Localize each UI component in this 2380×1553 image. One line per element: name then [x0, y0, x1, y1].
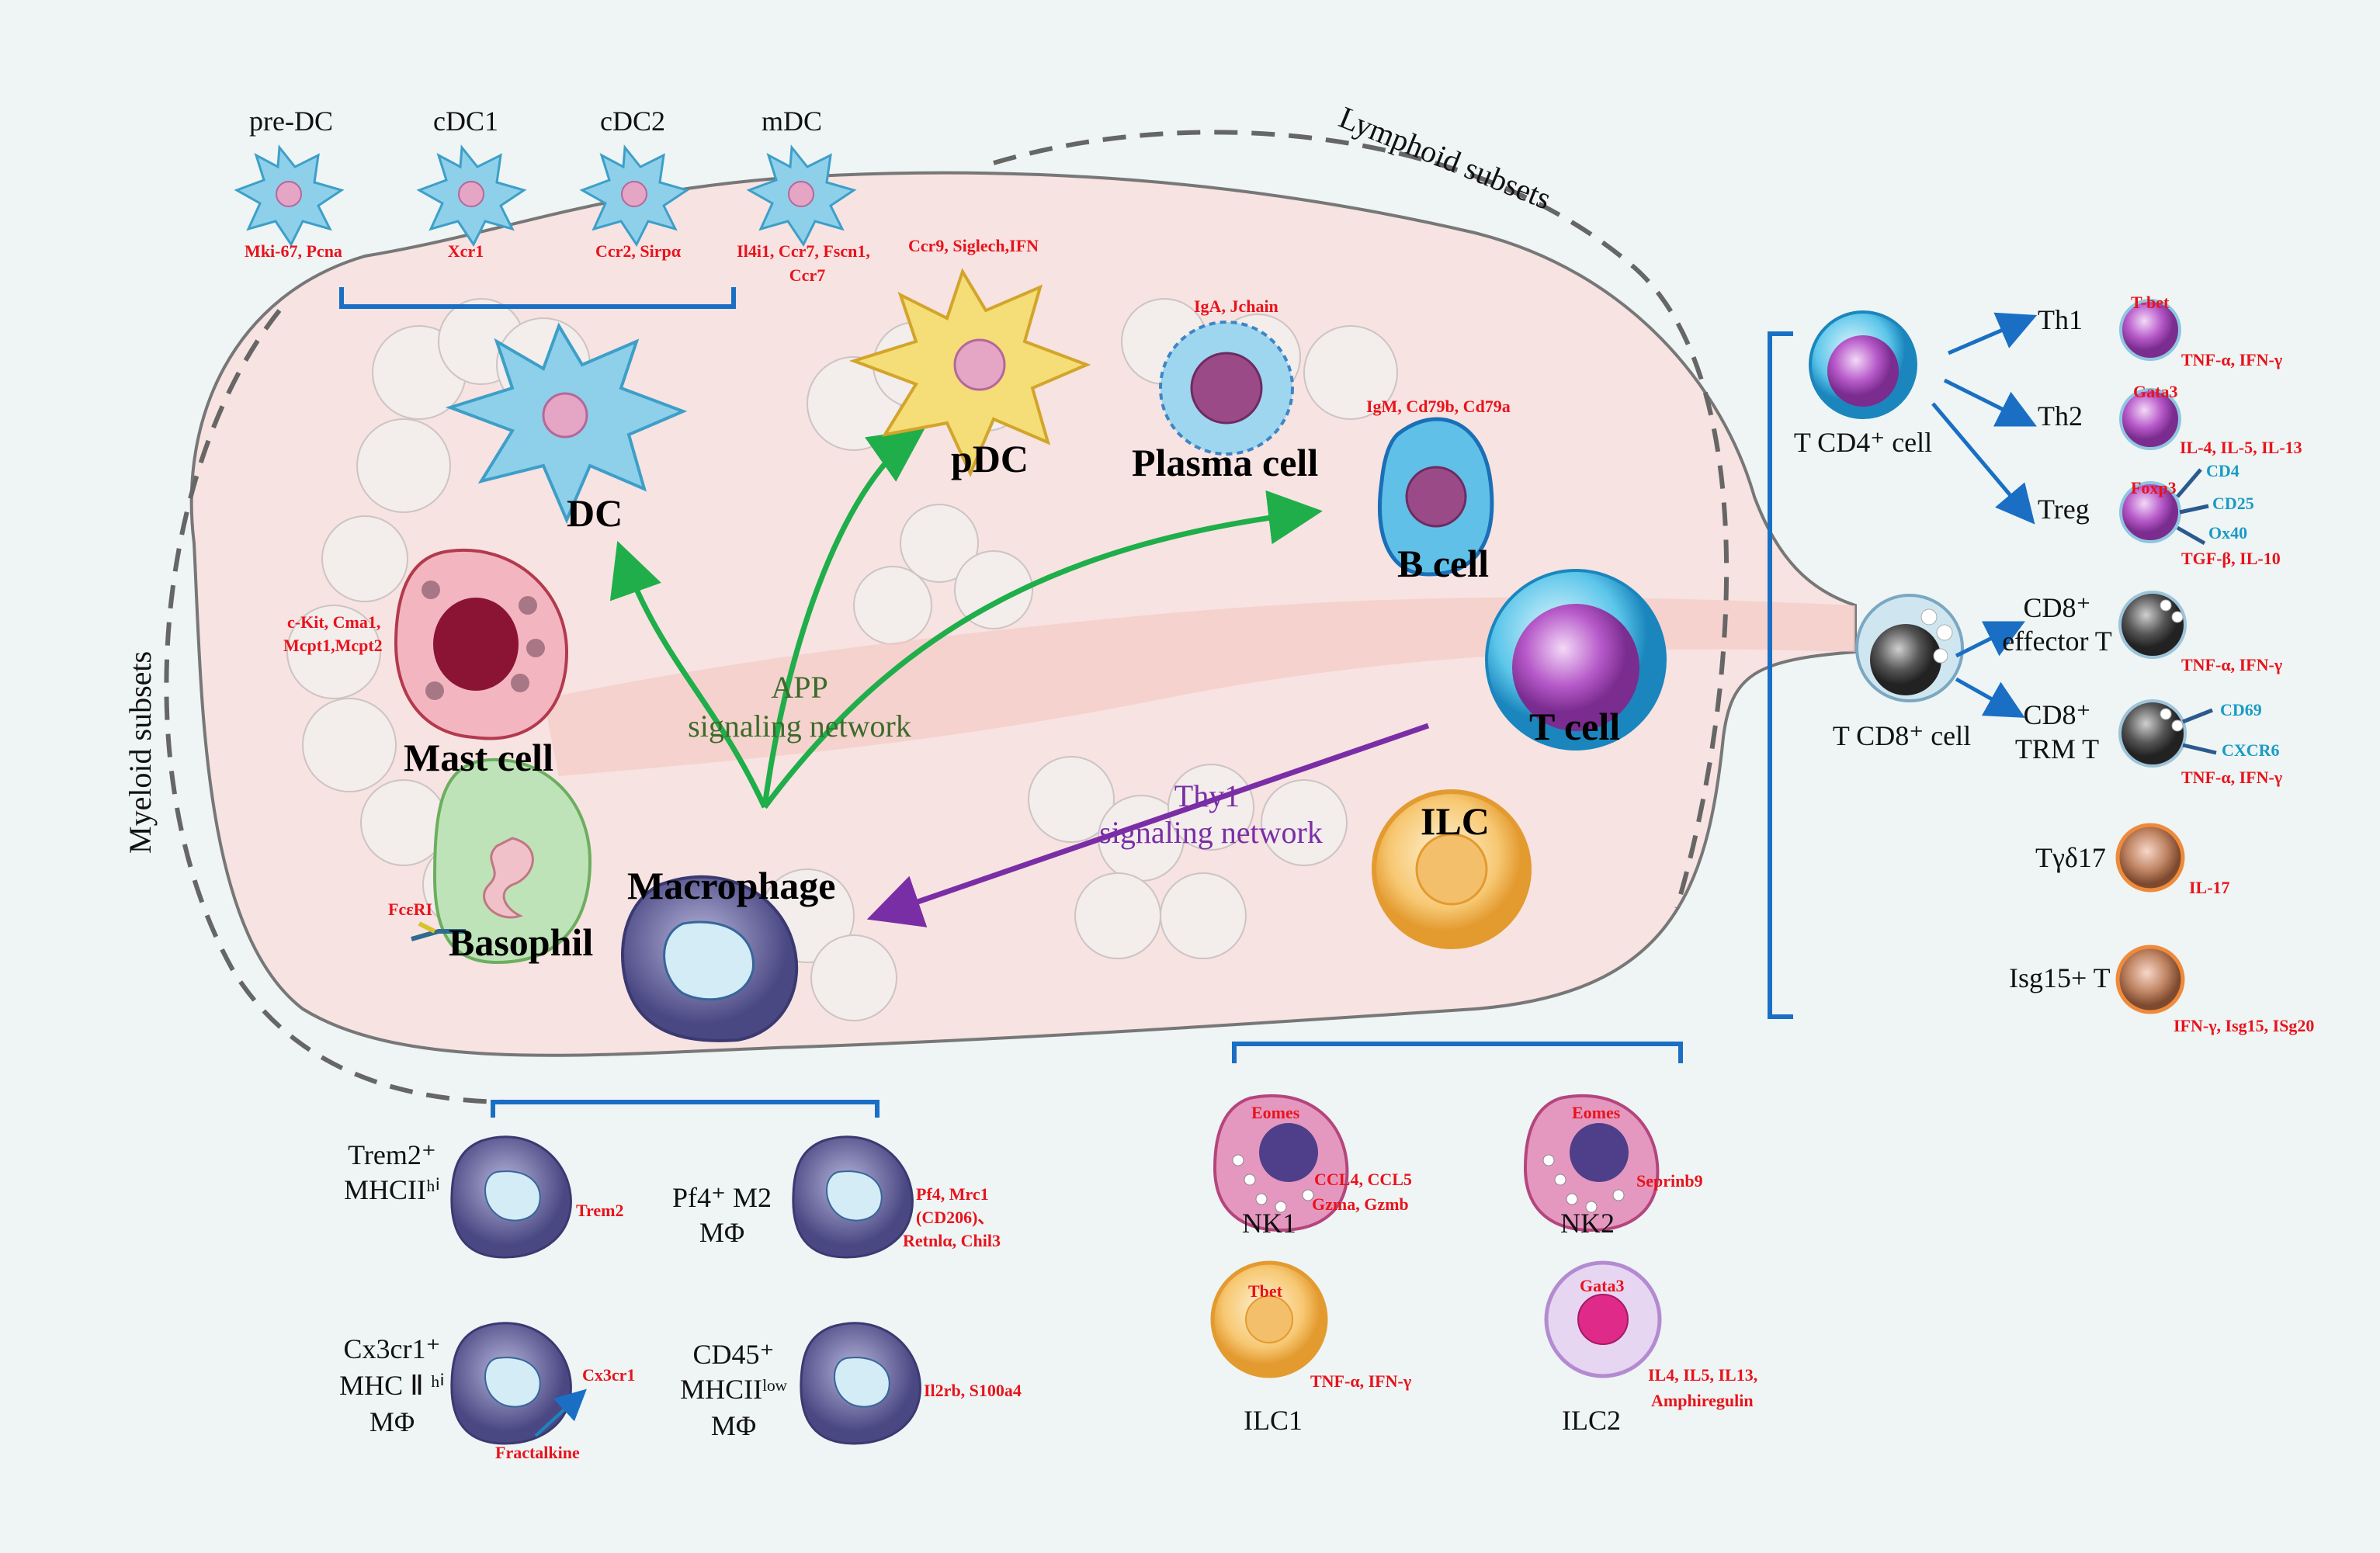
dc-subset-markers-pre-dc: Mki-67, Pcna — [245, 241, 342, 261]
tgd17-markers: IL-17 — [2189, 878, 2230, 897]
nk1-tf: Eomes — [1251, 1103, 1300, 1122]
nk2-label: NK2 — [1560, 1208, 1615, 1239]
mac-subset-cx3cr1-markers: Cx3cr1 — [582, 1365, 636, 1385]
mac-subset-pf4-markers: Pf4, Mrc1 — [916, 1184, 989, 1204]
mac-subset-trem2-line1: Trem2⁺ — [348, 1139, 436, 1170]
nk1-markers-line2: Gzma, Gzmb — [1312, 1194, 1409, 1214]
nk1-label: NK1 — [1242, 1208, 1296, 1239]
isg15-markers: IFN-γ, Isg15, ISg20 — [2174, 1016, 2315, 1035]
cd8-trm-surface-cxcr6: CXCR6 — [2222, 740, 2280, 760]
cd8-effector-line1: CD8⁺ — [2023, 592, 2091, 623]
cd4-t-cell-label: T CD4⁺ cell — [1793, 427, 1933, 458]
th2-markers: IL-4, IL-5, IL-13 — [2180, 438, 2302, 457]
nk2-markers: Seprinb9 — [1636, 1171, 1703, 1191]
thy1-network-label-line2: signaling network — [1099, 815, 1323, 850]
thy1-network-label-line1: Thy1 — [1174, 778, 1240, 813]
dc-subset-markers-cdc1: Xcr1 — [447, 241, 484, 261]
mac-subset-cd45-line1: CD45⁺ — [692, 1339, 775, 1370]
th2-tf: Gata3 — [2133, 382, 2178, 401]
mac-subset-cx3cr1-line1: Cx3cr1⁺ — [343, 1333, 441, 1364]
cd8-effector-line2: effector T — [2002, 626, 2112, 657]
mac-subset-pf4-markers-line2: (CD206)、 — [916, 1208, 995, 1227]
dc-subset-markers-mdc: Il4i1, Ccr7, Fscn1, — [737, 241, 870, 261]
tgd17-label: Tγδ17 — [2035, 842, 2106, 873]
myeloid-subsets-label: Myeloid subsets — [123, 650, 158, 854]
treg-surface-cd25: CD25 — [2212, 494, 2254, 513]
cd8-trm-markers: TNF-α, IFN-γ — [2181, 768, 2283, 787]
macrophage-label: Macrophage — [627, 864, 836, 907]
b-cell-markers: IgM, Cd79b, Cd79a — [1366, 397, 1511, 416]
ilc1-tf: Tbet — [1248, 1281, 1282, 1301]
cd8-effector-markers: TNF-α, IFN-γ — [2181, 655, 2283, 674]
isg15-label: Isg15+ T — [2009, 962, 2111, 993]
basophil-label: Basophil — [449, 920, 594, 964]
ilc1-label: ILC1 — [1244, 1405, 1303, 1436]
pdc-markers: Ccr9, Siglech,IFN — [908, 236, 1039, 255]
th1-tf: T-bet — [2131, 293, 2170, 312]
mac-subset-pf4-line2: MΦ — [699, 1217, 745, 1248]
nk1-markers: CCL4, CCL5 — [1314, 1170, 1412, 1189]
cd8-trm-surface-cd69: CD69 — [2220, 700, 2262, 719]
ilc2-markers: IL4, IL5, IL13, — [1648, 1365, 1758, 1385]
mast-cell-markers-line2: Mcpt1,Mcpt2 — [283, 636, 383, 655]
dc-subset-name-mdc: mDC — [761, 106, 823, 137]
mast-cell-markers-line1: c-Kit, Cma1, — [287, 612, 381, 632]
app-network-label-line1: APP — [771, 670, 828, 705]
mac-subset-cx3cr1-ligand: Fractalkine — [495, 1443, 580, 1462]
mac-subset-cx3cr1-line3: MΦ — [369, 1406, 415, 1437]
ilc2-tf: Gata3 — [1580, 1276, 1625, 1295]
dc-subset-name-pre-dc: pre-DC — [249, 106, 333, 137]
nk2-tf: Eomes — [1572, 1103, 1621, 1122]
plasma-cell-markers: IgA, Jchain — [1194, 296, 1278, 316]
ilc1-markers: TNF-α, IFN-γ — [1310, 1371, 1412, 1391]
plasma-cell-label: Plasma cell — [1132, 441, 1319, 484]
mac-subset-cd45-line3: MΦ — [710, 1410, 757, 1441]
mac-subset-trem2-line2: MHCIIʰⁱ — [344, 1174, 440, 1205]
dc-subset-name-cdc2: cDC2 — [600, 106, 665, 137]
treg-tf: Foxp3 — [2131, 478, 2177, 497]
dc-subset-name-cdc1: cDC1 — [433, 106, 498, 137]
ilc-label: ILC — [1421, 799, 1490, 843]
ilc2-markers-line2: Amphiregulin — [1651, 1391, 1754, 1410]
th1-label: Th1 — [2038, 304, 2083, 335]
ilc2-label: ILC2 — [1562, 1405, 1621, 1436]
mac-subset-pf4-line1: Pf4⁺ M2 — [671, 1182, 772, 1213]
mac-subset-cd45-line2: MHCIIˡᵒʷ — [680, 1374, 787, 1405]
dc-subset-markers-mdc-line2: Ccr7 — [789, 265, 826, 285]
b-cell-label: B cell — [1397, 542, 1490, 585]
th1-markers: TNF-α, IFN-γ — [2181, 350, 2283, 369]
mac-subset-trem2-markers: Trem2 — [576, 1201, 624, 1220]
dc-subset-markers-cdc2: Ccr2, Sirpα — [595, 241, 682, 261]
th2-label: Th2 — [2038, 400, 2083, 432]
mac-subset-cx3cr1-line2: MHC Ⅱ ʰⁱ — [339, 1370, 445, 1401]
cd8-trm-line1: CD8⁺ — [2023, 699, 2091, 730]
t-cell-label: T cell — [1529, 705, 1621, 748]
treg-surface-cd4: CD4 — [2206, 461, 2239, 480]
treg-markers: TGF-β, IL-10 — [2181, 549, 2281, 568]
mac-subset-pf4-markers-line3: Retnlα, Chil3 — [903, 1231, 1001, 1250]
treg-surface-ox40: Ox40 — [2208, 523, 2248, 543]
basophil-markers: FcεRI — [388, 900, 433, 919]
app-network-label-line2: signaling network — [688, 709, 911, 744]
mac-subset-cd45-markers: Il2rb, S100a4 — [924, 1381, 1022, 1400]
cd8-trm-line2: TRM T — [2014, 733, 2100, 764]
cd8-t-cell-label: T CD8⁺ cell — [1832, 720, 1972, 751]
mast-cell-label: Mast cell — [404, 736, 553, 779]
dc-label: DC — [567, 491, 623, 535]
pdc-label: pDC — [951, 437, 1029, 480]
treg-label: Treg — [2038, 494, 2090, 525]
